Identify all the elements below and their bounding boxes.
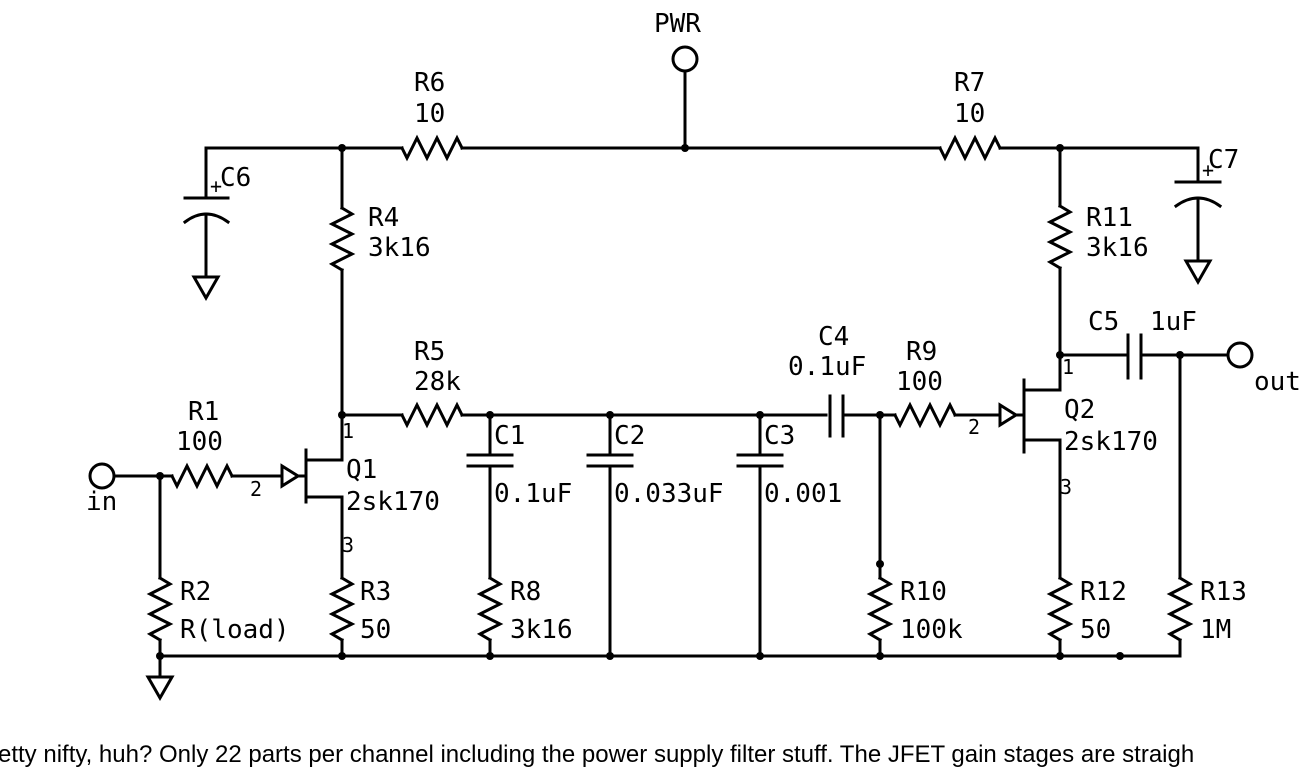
q1-ref: Q1	[346, 455, 377, 485]
caption-text: retty nifty, huh? Only 22 parts per chan…	[0, 741, 1195, 768]
r10-ref: R10	[900, 577, 947, 607]
q2-pin1: 1	[1062, 355, 1074, 379]
q2-pin2: 2	[968, 415, 980, 439]
capacitor-c2: C2 0.033uF	[586, 413, 724, 658]
r6-ref: R6	[414, 68, 445, 98]
c1-value: 0.1uF	[494, 479, 572, 509]
resistor-r1: R1 100	[169, 397, 284, 490]
c4-value: 0.1uF	[788, 352, 866, 382]
resistor-r8: R8 3k16	[476, 575, 573, 658]
resistor-r12: R12 50	[1046, 575, 1127, 658]
capacitor-c6: + C6	[182, 146, 251, 302]
q2-pin3: 3	[1060, 475, 1072, 499]
c7-ref: C7	[1208, 145, 1239, 175]
r8-value: 3k16	[510, 615, 573, 645]
c2-value: 0.033uF	[614, 479, 724, 509]
capacitor-c5: C5 1uF	[1058, 307, 1230, 380]
r10-value: 100k	[900, 615, 963, 645]
r4-ref: R4	[368, 203, 399, 233]
r1-ref: R1	[188, 397, 219, 427]
r9-ref: R9	[906, 337, 937, 367]
svg-text:+: +	[210, 174, 222, 198]
c5-value: 1uF	[1150, 307, 1197, 337]
r13-value: 1M	[1200, 615, 1231, 645]
c3-ref: C3	[764, 421, 795, 451]
r13-ref: R13	[1200, 577, 1247, 607]
r7-value: 10	[954, 99, 985, 129]
resistor-r5: R5 28k	[399, 337, 465, 429]
r3-ref: R3	[360, 577, 391, 607]
r5-ref: R5	[414, 337, 445, 367]
r6-value: 10	[414, 99, 445, 129]
resistor-r2: R2 R(load)	[145, 474, 290, 702]
q1-pin2: 2	[250, 477, 262, 501]
svg-text:+: +	[1202, 158, 1214, 182]
resistor-r10: R10 100k	[866, 413, 963, 658]
capacitor-c1: C1 0.1uF	[466, 413, 572, 580]
q1-pin3: 3	[342, 533, 354, 557]
c5-ref: C5	[1088, 307, 1119, 337]
resistor-r13: R13 1M	[1166, 353, 1247, 658]
q1-pin1: 1	[342, 419, 354, 443]
r3-value: 50	[360, 615, 391, 645]
output-terminal: out	[1226, 341, 1301, 397]
q2-ref: Q2	[1064, 395, 1095, 425]
capacitor-c4: C4 0.1uF	[788, 322, 897, 438]
capacitor-c3: C3 0.001	[736, 413, 842, 658]
q2-part: 2sk170	[1064, 427, 1158, 457]
r1-value: 100	[176, 427, 223, 457]
r2-ref: R2	[180, 577, 211, 607]
junction-dots	[156, 144, 1184, 660]
r12-value: 50	[1080, 615, 1111, 645]
output-label: out	[1254, 367, 1301, 397]
r2-value: R(load)	[180, 615, 290, 645]
r11-value: 3k16	[1086, 233, 1149, 263]
circuit-schematic: PWR R6 10 R7 10 + C6 + C7 R4 3k16	[86, 9, 1301, 702]
capacitor-c7: + C7	[1173, 145, 1239, 286]
resistor-r3: R3 50	[328, 575, 391, 658]
input-label: in	[86, 487, 117, 517]
r12-ref: R12	[1080, 577, 1127, 607]
transistor-q1: 1 2 3 Q1 2sk170	[250, 413, 440, 580]
r5-value: 28k	[414, 367, 461, 397]
resistor-r4: R4 3k16	[328, 146, 431, 417]
r4-value: 3k16	[368, 233, 431, 263]
transistor-q2: 1 2 3 Q2 2sk170	[968, 353, 1158, 580]
r11-ref: R11	[1086, 203, 1133, 233]
resistor-r11: R11 3k16	[1046, 146, 1149, 392]
r8-ref: R8	[510, 577, 541, 607]
c3-value: 0.001	[764, 479, 842, 509]
pwr-terminal: PWR	[654, 9, 701, 150]
r9-value: 100	[896, 367, 943, 397]
resistor-r7: R7 10	[937, 68, 1003, 162]
q1-part: 2sk170	[346, 487, 440, 517]
input-terminal: in	[86, 462, 174, 517]
c6-ref: C6	[220, 163, 251, 193]
r7-ref: R7	[954, 68, 985, 98]
c4-ref: C4	[818, 322, 849, 352]
c1-ref: C1	[494, 421, 525, 451]
pwr-label: PWR	[654, 9, 701, 39]
resistor-r6: R6 10	[399, 68, 465, 162]
resistor-r9: R9 100	[892, 337, 1002, 429]
c2-ref: C2	[614, 421, 645, 451]
